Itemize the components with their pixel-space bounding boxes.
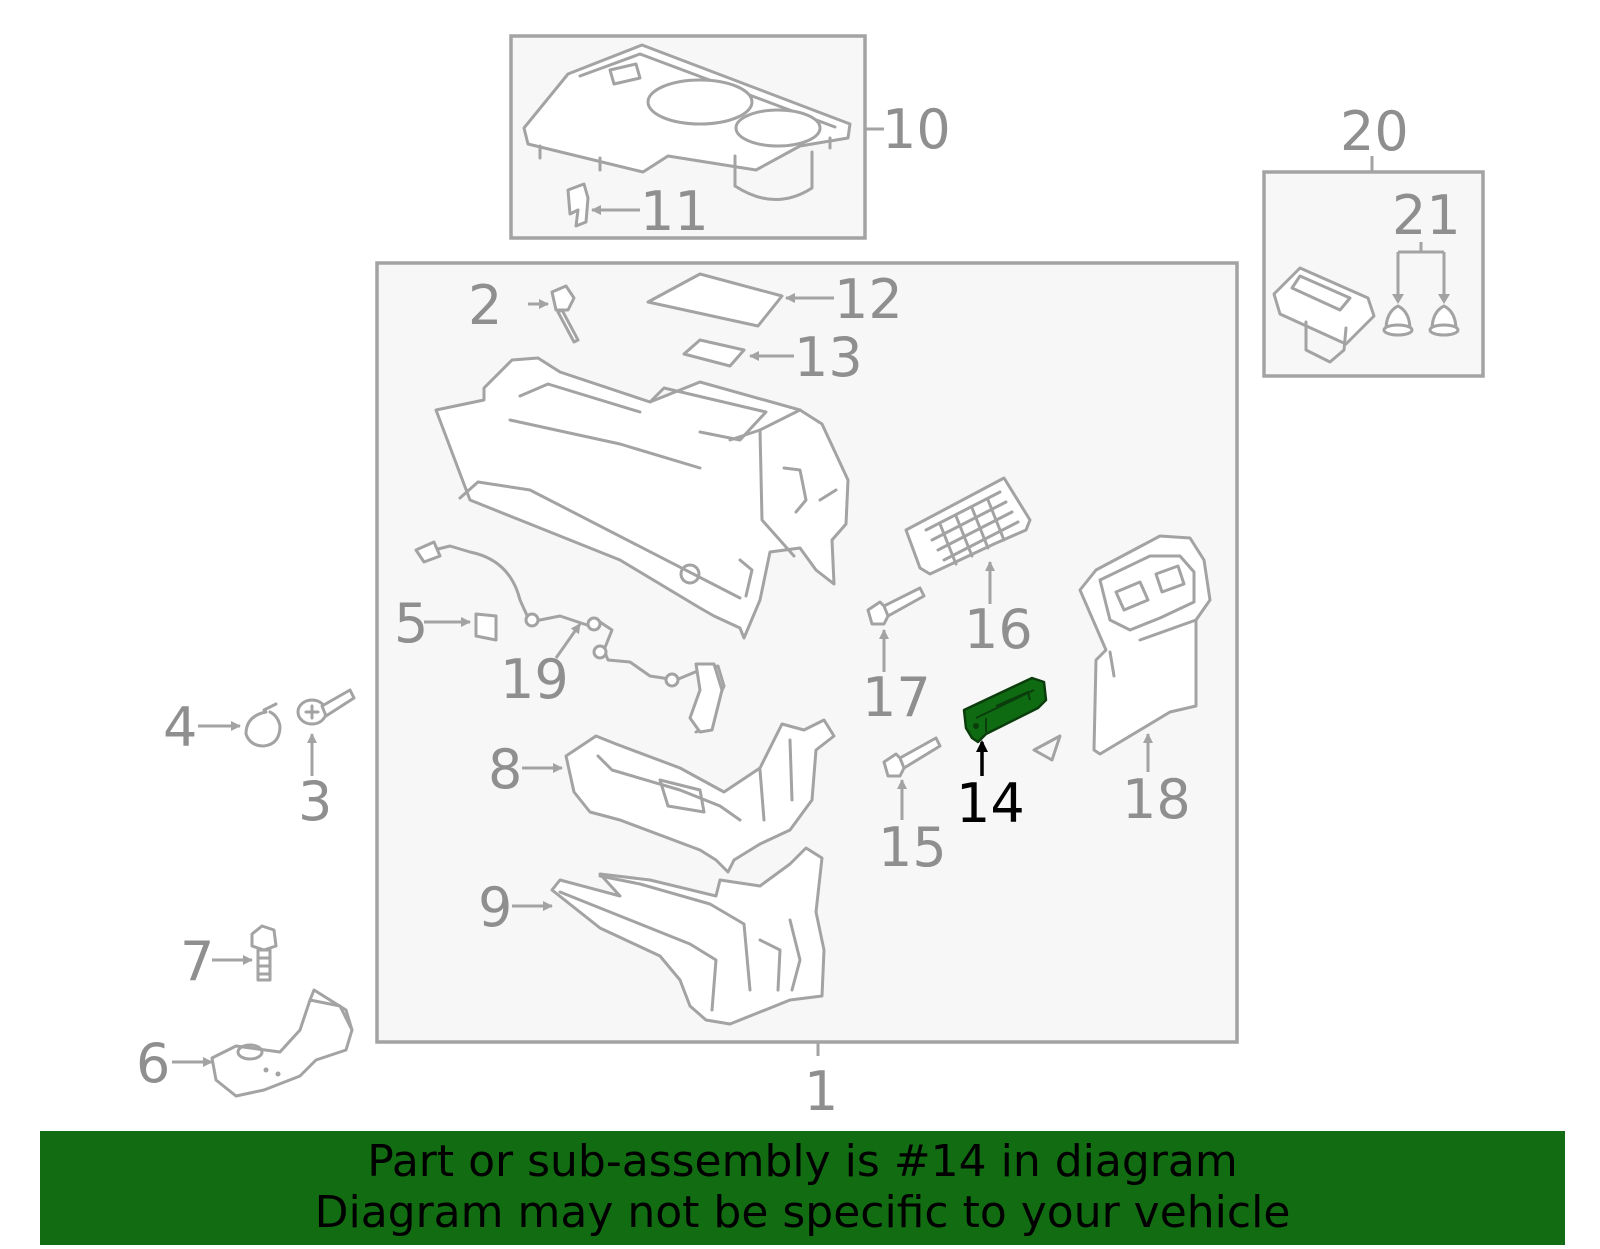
callout-2: 2 bbox=[468, 274, 502, 337]
screw-part-3[interactable] bbox=[296, 688, 356, 726]
clip-part-4[interactable] bbox=[244, 702, 282, 748]
switch-part-20[interactable] bbox=[1272, 266, 1376, 364]
grille-part-16[interactable] bbox=[904, 476, 1032, 576]
pad-part-13[interactable] bbox=[682, 338, 746, 368]
part-notice-banner: Part or sub-assembly is #14 in diagram D… bbox=[40, 1131, 1565, 1245]
callout-10: 10 bbox=[882, 98, 951, 161]
callout-5: 5 bbox=[394, 592, 428, 655]
plate-part-5[interactable] bbox=[474, 612, 498, 642]
callout-21: 21 bbox=[1392, 184, 1461, 247]
pad-part-12[interactable] bbox=[646, 272, 784, 328]
banner-line-1: Part or sub-assembly is #14 in diagram bbox=[367, 1136, 1238, 1187]
callout-4: 4 bbox=[163, 696, 197, 759]
bolt-part-7[interactable] bbox=[250, 924, 278, 982]
bracket-part-8[interactable] bbox=[564, 718, 836, 874]
highlighted-part-14[interactable] bbox=[962, 676, 1048, 744]
callout-15: 15 bbox=[878, 816, 947, 879]
clip-part-21a[interactable] bbox=[1382, 304, 1414, 337]
callout-9: 9 bbox=[478, 876, 512, 939]
callout-8: 8 bbox=[488, 738, 522, 801]
small-clip-part[interactable] bbox=[1032, 734, 1062, 762]
callout-16: 16 bbox=[964, 598, 1033, 661]
clip-part-11[interactable] bbox=[566, 182, 590, 228]
callout-17: 17 bbox=[862, 666, 931, 729]
screw-part-17[interactable] bbox=[866, 586, 926, 626]
bolt-part-2[interactable] bbox=[550, 284, 580, 344]
bracket-part-9[interactable] bbox=[550, 846, 826, 1026]
callout-6: 6 bbox=[136, 1032, 170, 1095]
mount-bracket-part-6[interactable] bbox=[210, 988, 354, 1098]
callout-11: 11 bbox=[640, 180, 709, 243]
callout-1: 1 bbox=[804, 1060, 838, 1123]
wire-harness-part-19[interactable] bbox=[414, 540, 726, 734]
screw-part-15[interactable] bbox=[882, 736, 942, 778]
banner-line-2: Diagram may not be specific to your vehi… bbox=[314, 1187, 1291, 1238]
callout-13: 13 bbox=[794, 326, 863, 389]
rear-panel-part-18[interactable] bbox=[1078, 534, 1212, 756]
cup-holder-tray-part[interactable] bbox=[522, 43, 852, 201]
callout-20: 20 bbox=[1340, 100, 1409, 163]
callout-14: 14 bbox=[956, 772, 1025, 835]
callout-18: 18 bbox=[1122, 768, 1191, 831]
callout-12: 12 bbox=[834, 268, 903, 331]
clip-part-21b[interactable] bbox=[1428, 304, 1460, 337]
leader-19 bbox=[554, 623, 582, 659]
callout-3: 3 bbox=[298, 770, 332, 833]
leader-21 bbox=[1396, 242, 1446, 298]
callout-19: 19 bbox=[500, 648, 569, 711]
console-body-part[interactable] bbox=[434, 356, 850, 640]
callout-7: 7 bbox=[180, 930, 214, 993]
